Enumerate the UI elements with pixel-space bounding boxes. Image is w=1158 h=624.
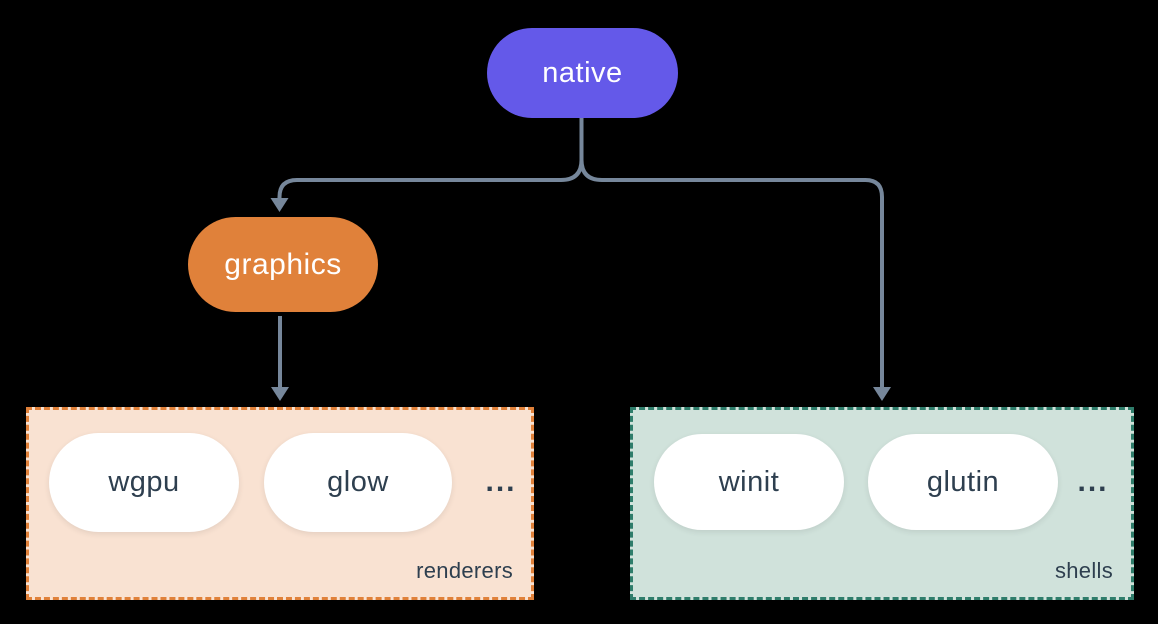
renderers-ellipsis: ... <box>485 465 517 498</box>
pill-glutin: glutin <box>868 434 1058 530</box>
arrowhead-graphics <box>270 198 289 212</box>
edge-native-to-shells <box>579 159 884 388</box>
group-shells: winit glutin ... shells <box>630 407 1134 600</box>
pill-glow: glow <box>264 433 452 532</box>
shells-ellipsis: ... <box>1077 465 1109 498</box>
node-graphics: graphics <box>188 217 378 312</box>
arrowhead-shells <box>873 387 891 401</box>
edge-native-to-graphics <box>277 159 584 199</box>
renderers-label: renderers <box>416 558 513 583</box>
node-native: native <box>487 28 678 118</box>
arrowhead-renderers <box>271 387 289 401</box>
group-renderers: wgpu glow ... renderers <box>26 407 534 600</box>
shells-label: shells <box>1054 558 1113 583</box>
pill-winit: winit <box>654 434 844 530</box>
pill-wgpu: wgpu <box>49 433 239 532</box>
